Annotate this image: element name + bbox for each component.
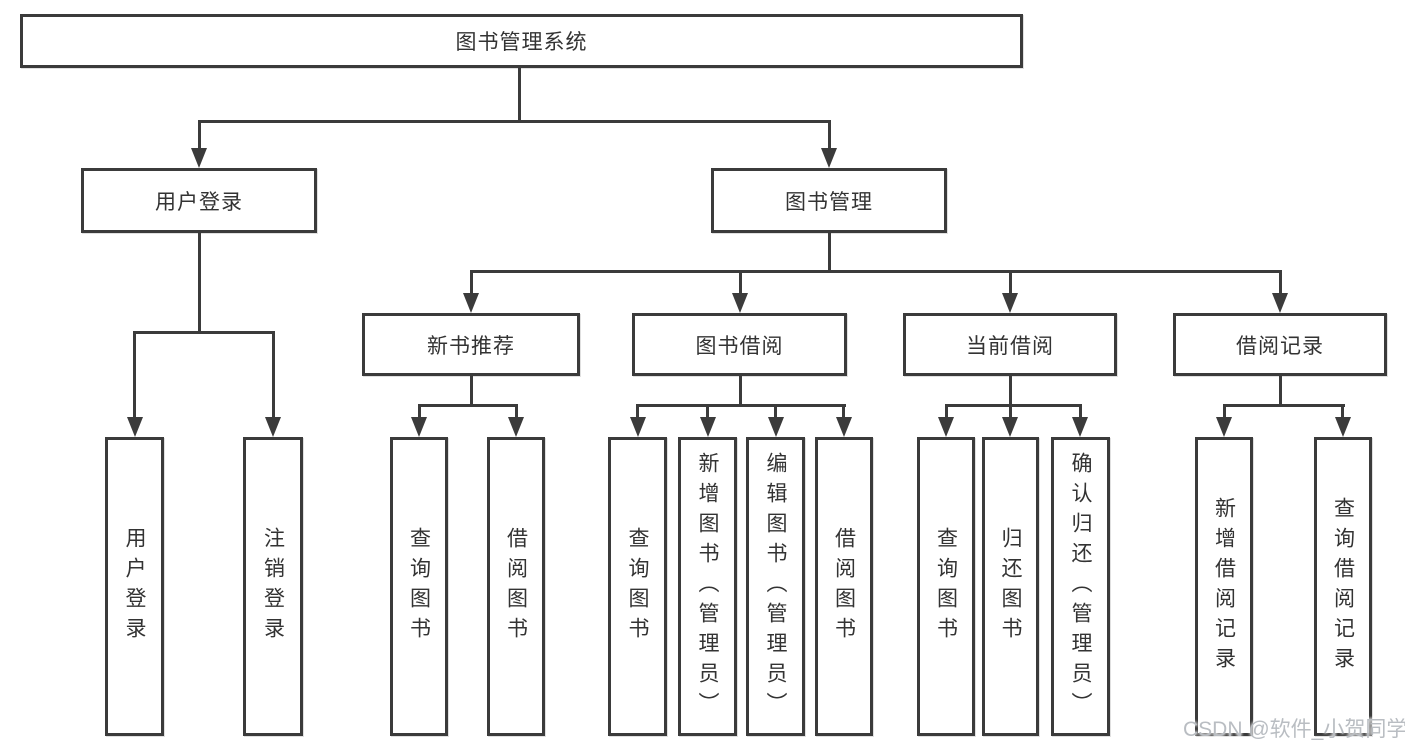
- connector-line: [828, 233, 831, 273]
- arrowhead-down-icon: [508, 417, 524, 437]
- connector-line: [198, 120, 831, 123]
- node-new-book-recommend: 新书推荐: [362, 313, 580, 376]
- connector-line: [706, 404, 709, 419]
- node-book-borrow-label: 图书借阅: [695, 334, 784, 358]
- arrowhead-down-icon: [411, 417, 427, 437]
- leaf-edit-book-admin: 编辑图书（管理员）: [746, 437, 805, 736]
- connector-line: [518, 68, 521, 122]
- arrowhead-down-icon: [836, 417, 852, 437]
- connector-line: [198, 233, 201, 331]
- node-borrow-records: 借阅记录: [1173, 313, 1387, 376]
- connector-line: [515, 404, 518, 419]
- node-current-borrow-label: 当前借阅: [966, 334, 1054, 358]
- connector-line: [470, 270, 1282, 273]
- arrowhead-down-icon: [700, 417, 716, 437]
- leaf-add-borrow-record: 新增借阅记录: [1195, 437, 1253, 736]
- leaf-query-book-1-label: 查询图书: [407, 526, 431, 647]
- arrowhead-down-icon: [821, 148, 837, 168]
- leaf-confirm-return-admin-label: 确认归还（管理员）: [1069, 451, 1092, 722]
- leaf-borrow-book-2-label: 借阅图书: [832, 526, 856, 647]
- csdn-watermark: CSDN @软件_小贺同学: [1183, 718, 1405, 741]
- leaf-query-book-2-label: 查询图书: [626, 526, 649, 647]
- leaf-add-borrow-record-label: 新增借阅记录: [1212, 496, 1236, 677]
- leaf-return-book: 归还图书: [982, 437, 1039, 736]
- arrowhead-down-icon: [1272, 293, 1288, 313]
- leaf-add-book-admin-label: 新增图书（管理员）: [696, 451, 719, 722]
- node-root-label: 图书管理系统: [455, 31, 588, 54]
- leaf-logout: 注销登录: [243, 437, 303, 736]
- arrowhead-down-icon: [191, 148, 207, 168]
- connector-line: [418, 404, 518, 407]
- arrowhead-down-icon: [768, 417, 784, 437]
- connector-line: [774, 404, 777, 419]
- connector-line: [198, 120, 201, 150]
- connector-line: [1279, 270, 1282, 295]
- connector-line: [636, 404, 846, 407]
- arrowhead-down-icon: [1002, 293, 1018, 313]
- leaf-query-borrow-record-label: 查询借阅记录: [1331, 496, 1355, 677]
- arrowhead-down-icon: [1335, 417, 1351, 437]
- arrowhead-down-icon: [265, 417, 281, 437]
- leaf-confirm-return-admin: 确认归还（管理员）: [1051, 437, 1110, 736]
- connector-line: [1009, 270, 1012, 295]
- arrowhead-down-icon: [732, 293, 748, 313]
- leaf-edit-book-admin-label: 编辑图书（管理员）: [764, 451, 787, 722]
- leaf-query-book-1: 查询图书: [390, 437, 448, 736]
- connector-line: [1341, 404, 1344, 419]
- connector-line: [1223, 404, 1226, 419]
- connector-line: [828, 120, 831, 150]
- arrowhead-down-icon: [1002, 417, 1018, 437]
- node-book-management-label: 图书管理: [785, 190, 873, 214]
- arrowhead-down-icon: [1072, 417, 1088, 437]
- connector-line: [1079, 404, 1082, 419]
- connector-line: [1223, 404, 1345, 407]
- leaf-add-book-admin: 新增图书（管理员）: [678, 437, 737, 736]
- leaf-borrow-book-2: 借阅图书: [815, 437, 873, 736]
- leaf-user-login: 用户登录: [105, 437, 164, 736]
- connector-line: [842, 404, 845, 419]
- node-borrow-records-label: 借阅记录: [1236, 334, 1324, 358]
- leaf-logout-label: 注销登录: [261, 526, 285, 647]
- node-current-borrow: 当前借阅: [903, 313, 1117, 376]
- arrowhead-down-icon: [938, 417, 954, 437]
- connector-line: [1009, 376, 1012, 407]
- leaf-user-login-label: 用户登录: [123, 526, 146, 647]
- connector-line: [418, 404, 421, 419]
- connector-line: [133, 331, 275, 334]
- connector-line: [133, 331, 136, 420]
- connector-line: [945, 404, 1082, 407]
- connector-line: [739, 270, 742, 295]
- connector-line: [945, 404, 948, 419]
- node-book-management: 图书管理: [711, 168, 947, 233]
- node-book-borrow: 图书借阅: [632, 313, 847, 376]
- leaf-borrow-book-1: 借阅图书: [487, 437, 545, 736]
- connector-line: [1009, 404, 1012, 419]
- connector-line: [272, 331, 275, 420]
- connector-line: [470, 270, 473, 295]
- node-user-login: 用户登录: [81, 168, 317, 233]
- node-root: 图书管理系统: [20, 14, 1023, 68]
- leaf-query-book-3: 查询图书: [917, 437, 975, 736]
- leaf-query-book-3-label: 查询图书: [934, 526, 958, 647]
- node-user-login-label: 用户登录: [155, 190, 243, 214]
- connector-line: [636, 404, 639, 419]
- arrowhead-down-icon: [1216, 417, 1232, 437]
- arrowhead-down-icon: [127, 417, 143, 437]
- leaf-query-book-2: 查询图书: [608, 437, 667, 736]
- arrowhead-down-icon: [630, 417, 646, 437]
- connector-line: [739, 376, 742, 407]
- arrowhead-down-icon: [463, 293, 479, 313]
- node-new-book-recommend-label: 新书推荐: [427, 334, 515, 358]
- leaf-return-book-label: 归还图书: [999, 526, 1022, 647]
- connector-line: [1279, 376, 1282, 407]
- leaf-query-borrow-record: 查询借阅记录: [1314, 437, 1372, 736]
- connector-line: [470, 376, 473, 407]
- leaf-borrow-book-1-label: 借阅图书: [504, 526, 528, 647]
